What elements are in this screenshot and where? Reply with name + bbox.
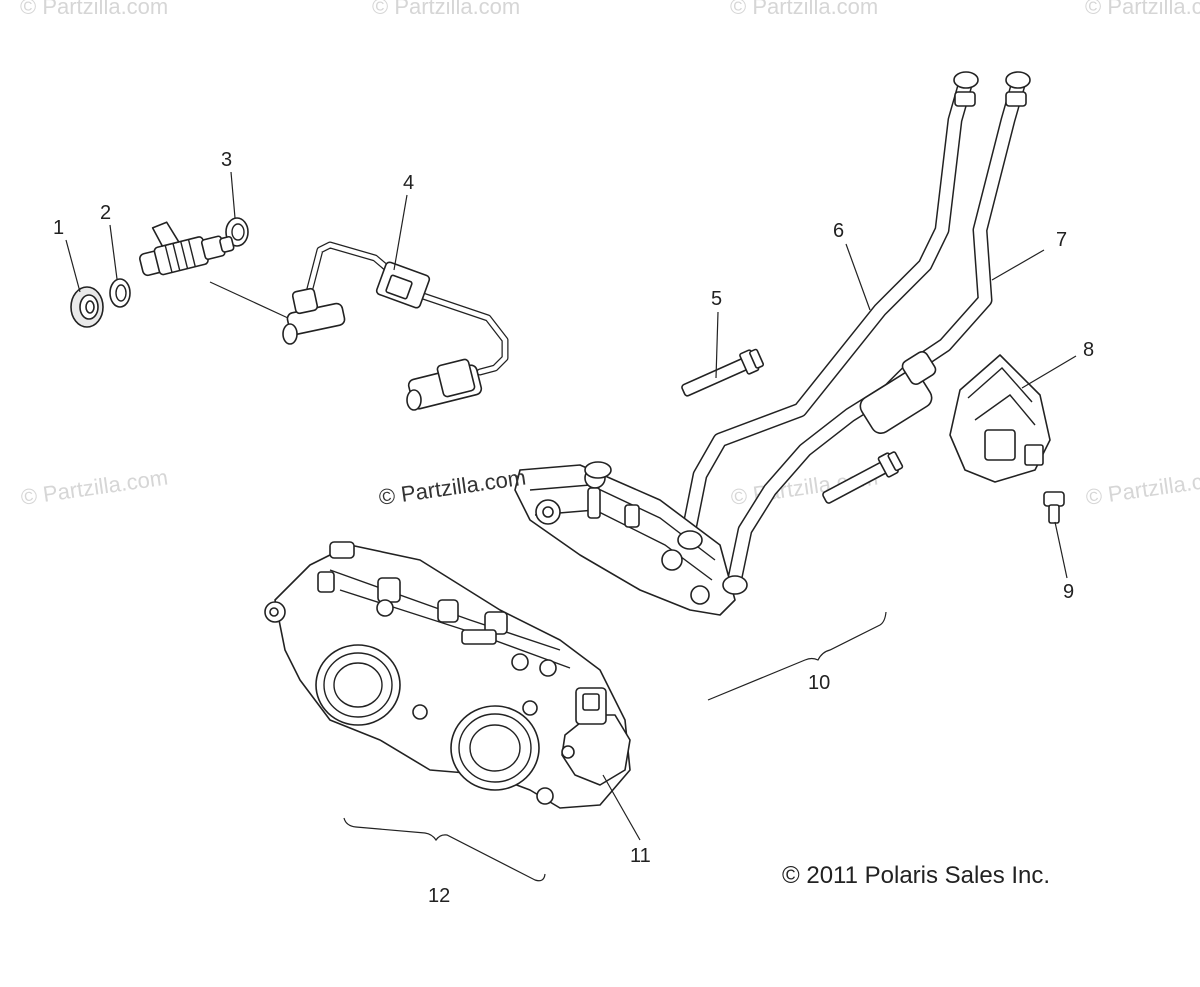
callout-10: 10 <box>808 672 830 694</box>
callouts: 1 2 3 4 5 6 7 8 9 10 11 12 <box>53 149 1094 907</box>
bracket-12 <box>343 817 546 882</box>
fuel-hoses <box>680 71 1031 586</box>
watermark-top-4: © Partzilla.com <box>1085 0 1200 19</box>
part-4-injector-harness <box>282 241 509 411</box>
part-2-washer <box>109 278 131 308</box>
watermark-top-3: © Partzilla.com <box>730 0 878 19</box>
callout-5: 5 <box>711 288 722 310</box>
callout-12: 12 <box>428 885 450 907</box>
watermark-center: © Partzilla.com <box>377 465 527 510</box>
part-1-seal <box>70 286 104 328</box>
part-8-sensor <box>949 354 1051 483</box>
watermark-top-1: © Partzilla.com <box>20 0 168 19</box>
callout-11: 11 <box>630 845 651 867</box>
copyright-text: © 2011 Polaris Sales Inc. <box>782 862 1050 889</box>
rail-bolt <box>822 451 904 504</box>
callout-8: 8 <box>1083 339 1094 361</box>
callout-6: 6 <box>833 220 844 242</box>
injector-leader <box>209 281 289 319</box>
fuel-injector <box>139 221 235 277</box>
part-5-bolt <box>681 348 765 397</box>
callout-9: 9 <box>1063 581 1074 603</box>
callout-1: 1 <box>53 217 64 239</box>
watermark-right: © Partzilla.com <box>1084 465 1200 510</box>
callout-7: 7 <box>1056 229 1067 251</box>
bracket-10 <box>707 611 887 701</box>
callout-2: 2 <box>100 202 111 224</box>
callout-3: 3 <box>221 149 232 171</box>
watermark-left: © Partzilla.com <box>19 465 169 510</box>
watermark-top-2: © Partzilla.com <box>372 0 520 19</box>
callout-4: 4 <box>403 172 414 194</box>
part-11-tps <box>561 687 631 786</box>
part-10-fuel-rail <box>514 461 748 616</box>
part-12-throttle-body <box>264 541 631 809</box>
part-9-screw <box>1043 491 1065 524</box>
leader-lines <box>65 171 1077 841</box>
